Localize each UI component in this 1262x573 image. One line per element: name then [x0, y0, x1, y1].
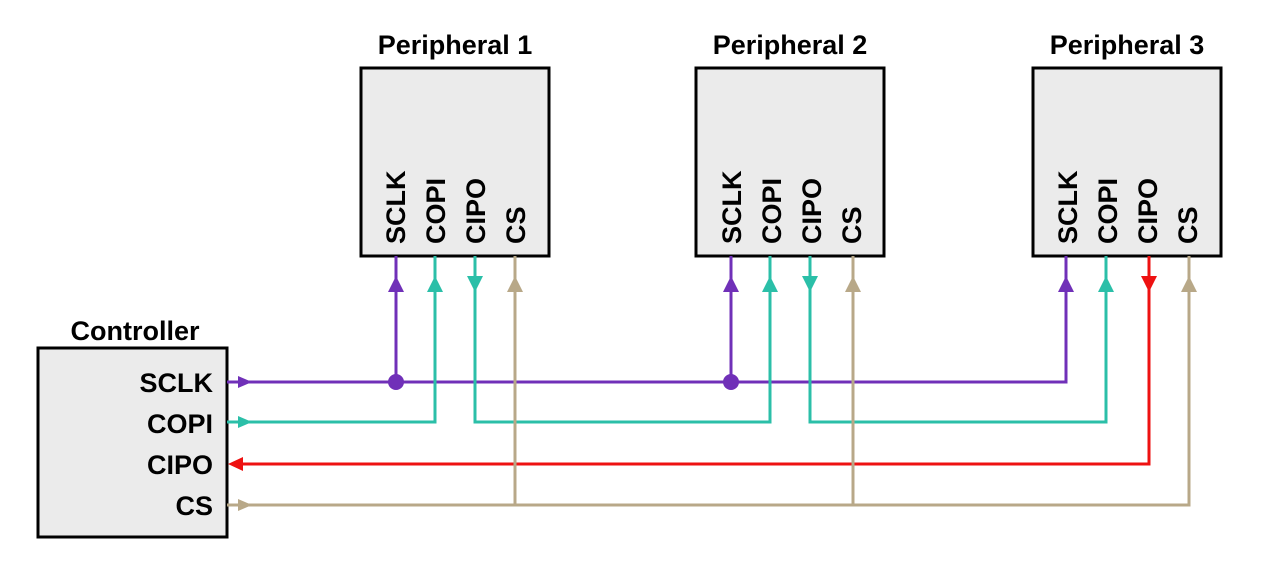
copi-bus — [227, 256, 1114, 428]
peripheral-3-pin-copi: COPI — [1093, 178, 1123, 244]
sclk-bus — [227, 256, 1074, 390]
peripheral-2-pin-cipo: CIPO — [797, 178, 827, 244]
peripheral-3-block: Peripheral 3 SCLK COPI CIPO CS — [1031, 30, 1223, 258]
cipo-loop-peripheral-1 — [473, 256, 772, 424]
sclk-arrow-peripheral-2 — [723, 276, 739, 292]
cs-arrow-peripheral-2 — [845, 276, 861, 292]
controller-title: Controller — [70, 316, 199, 346]
peripheral-3-pin-cipo: CIPO — [1133, 178, 1163, 244]
sclk-junction-1 — [388, 374, 404, 390]
peripheral-1-pin-cs: CS — [501, 206, 531, 244]
cs-arrow-controller — [238, 499, 252, 511]
controller-pin-cs: CS — [175, 491, 213, 521]
cipo-arrow-peripheral-1 — [467, 276, 483, 292]
cs-bus — [227, 256, 1197, 511]
sclk-arrow-peripheral-1 — [388, 276, 404, 292]
controller-pin-copi: COPI — [147, 409, 213, 439]
peripheral-3-pin-sclk: SCLK — [1053, 170, 1083, 244]
peripheral-2-block: Peripheral 2 SCLK COPI CIPO CS — [694, 30, 886, 258]
peripheral-2-pin-sclk: SCLK — [717, 170, 747, 244]
peripheral-3-box — [1031, 66, 1223, 258]
peripheral-1-pin-cipo: CIPO — [461, 178, 491, 244]
cs-arrow-peripheral-1 — [507, 276, 523, 292]
peripheral-2-box — [694, 66, 886, 258]
controller-block: Controller SCLK COPI CIPO CS — [36, 316, 229, 539]
peripheral-1-pin-sclk: SCLK — [381, 170, 411, 244]
peripheral-1-pin-copi: COPI — [421, 178, 451, 244]
sclk-wire — [227, 256, 1068, 384]
cipo-bus — [228, 256, 1157, 471]
copi-arrow-peripheral-3 — [1098, 276, 1114, 292]
cipo-arrow-controller — [228, 457, 243, 471]
cs-arrow-peripheral-3 — [1181, 276, 1197, 292]
cipo-loop-peripheral-2 — [808, 256, 1108, 424]
peripheral-2-pin-copi: COPI — [757, 178, 787, 244]
peripheral-2-title: Peripheral 2 — [713, 30, 868, 60]
peripheral-3-pin-cs: CS — [1173, 206, 1203, 244]
sclk-arrow-controller — [238, 376, 252, 388]
copi-arrow-peripheral-2 — [762, 276, 778, 292]
controller-pin-sclk: SCLK — [140, 368, 214, 398]
peripheral-2-pin-cs: CS — [837, 206, 867, 244]
cipo-arrow-peripheral-3 — [1141, 276, 1157, 292]
copi-wire — [227, 256, 437, 424]
sclk-arrow-peripheral-3 — [1058, 276, 1074, 292]
peripheral-3-title: Peripheral 3 — [1050, 30, 1205, 60]
cipo-arrow-peripheral-2 — [802, 276, 818, 292]
controller-box — [36, 346, 229, 539]
copi-arrow-controller — [238, 416, 252, 428]
peripheral-1-title: Peripheral 1 — [378, 30, 533, 60]
cipo-wire — [240, 256, 1151, 466]
controller-pin-cipo: CIPO — [147, 450, 213, 480]
cs-wire — [227, 256, 1191, 507]
peripheral-1-block: Peripheral 1 SCLK COPI CIPO CS — [359, 30, 551, 258]
copi-arrow-peripheral-1 — [427, 276, 443, 292]
sclk-junction-2 — [723, 374, 739, 390]
peripheral-1-box — [359, 66, 551, 258]
